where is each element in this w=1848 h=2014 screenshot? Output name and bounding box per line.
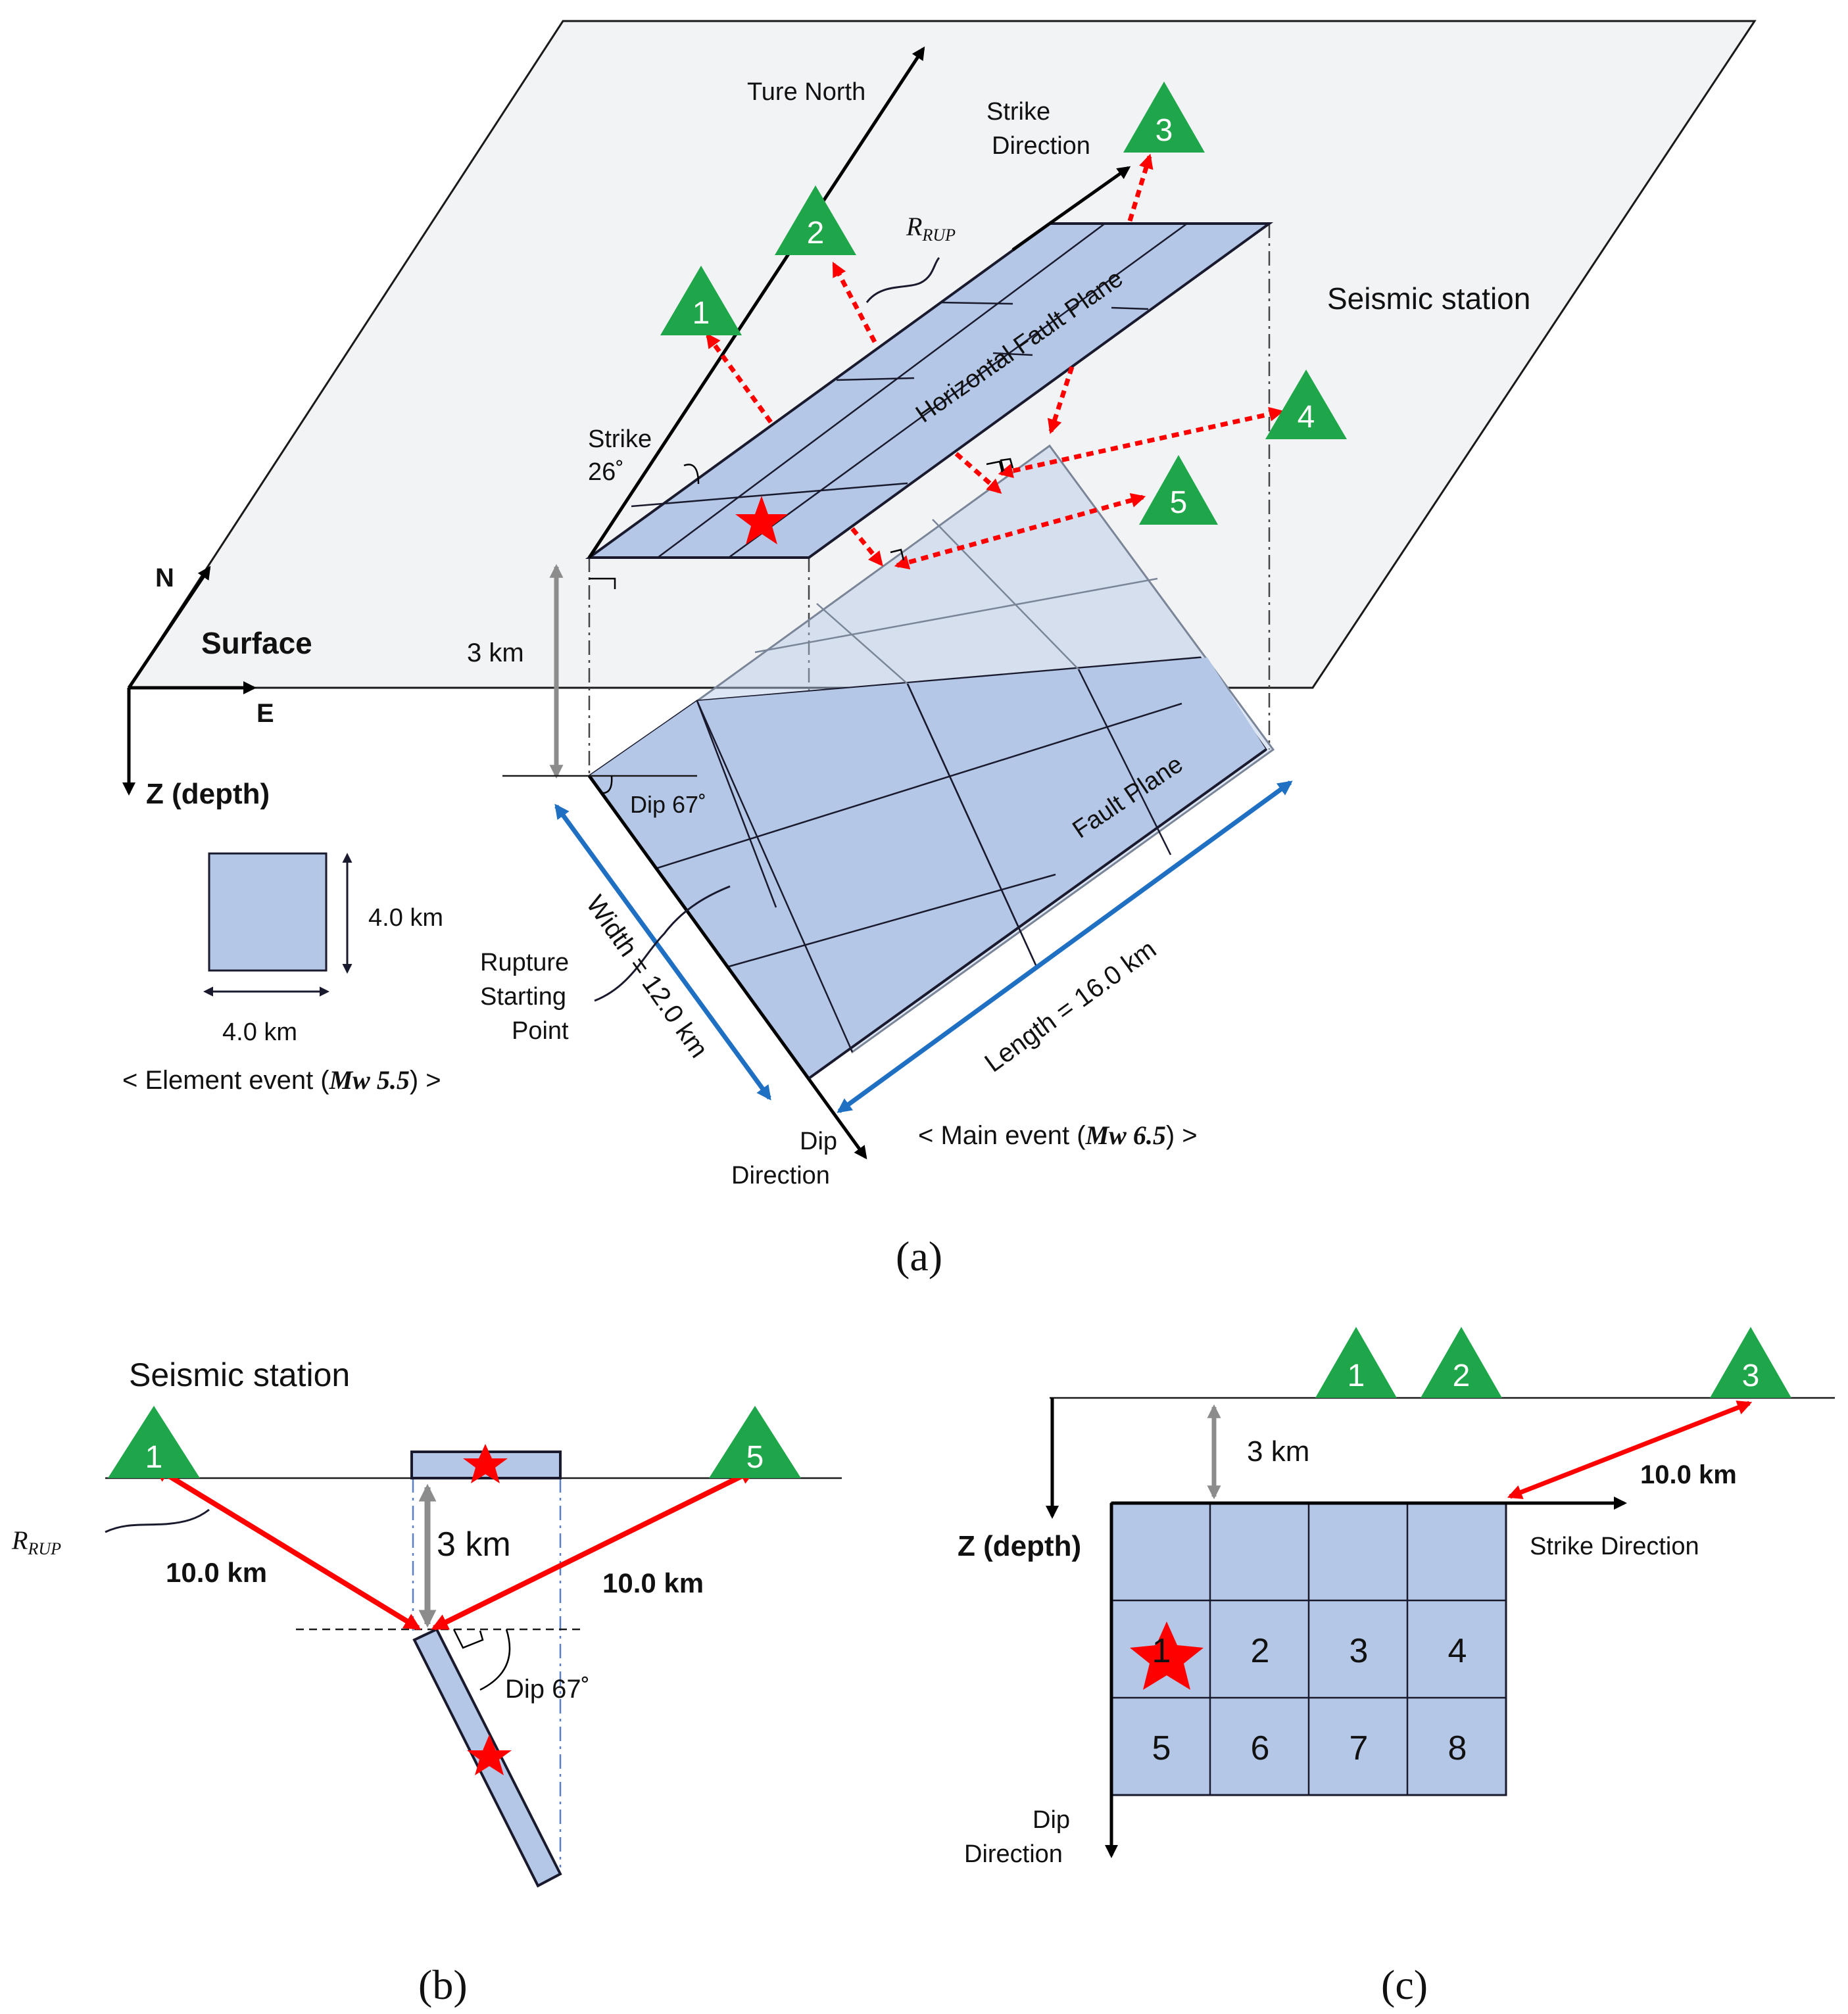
rrup-arrows — [706, 153, 1284, 569]
seismic-station-label-b: Seismic station — [129, 1356, 350, 1393]
station-c-3: 3 — [1710, 1327, 1791, 1398]
caption-b: (b) — [418, 1961, 468, 2008]
rrup-label: RRUP — [906, 212, 956, 245]
svg-text:4: 4 — [1448, 1632, 1467, 1670]
svg-text:3: 3 — [1350, 1632, 1369, 1670]
svg-text:1: 1 — [1348, 1358, 1365, 1393]
svg-text:7: 7 — [1350, 1729, 1369, 1767]
strike-direction-label-1: Strike — [986, 98, 1050, 126]
strike-direction-label-c: Strike Direction — [1530, 1533, 1699, 1560]
panel-b: Seismic station 1 5 RRUP — [11, 1356, 842, 2008]
dip-label-a: Dip 67˚ — [630, 791, 706, 818]
dip-angle-arc — [600, 775, 613, 794]
width-arrow — [554, 803, 771, 1101]
z-depth-label-a: Z (depth) — [146, 778, 270, 810]
panel-c: 1 2 3 1 2 3 4 5 6 7 8 3 km 10.0 km Z (de… — [958, 1327, 1835, 2008]
station-b-5: 5 — [709, 1406, 801, 1478]
svg-text:1: 1 — [145, 1440, 163, 1475]
length-label: Length = 16.0 km — [979, 934, 1161, 1078]
rupture-label-3: Point — [512, 1017, 569, 1045]
dip-direction-label-a-1: Dip — [800, 1128, 837, 1155]
depth-3km-label-a: 3 km — [467, 638, 524, 667]
rupture-label-2: Starting — [480, 983, 566, 1011]
svg-text:1: 1 — [693, 296, 710, 331]
svg-text:6: 6 — [1251, 1729, 1270, 1767]
strike-label: Strike — [588, 425, 652, 453]
station-2: 2 — [775, 185, 856, 255]
north-label: N — [155, 563, 174, 592]
horizontal-fault-plane — [585, 222, 1274, 559]
distance-label-left: 10.0 km — [166, 1557, 267, 1588]
rupture-star — [735, 496, 788, 544]
surface-label: Surface — [201, 626, 312, 660]
dip-direction-label-a-2: Direction — [731, 1162, 830, 1189]
length-arrow — [837, 780, 1293, 1113]
station-c-1: 1 — [1315, 1327, 1397, 1398]
svg-text:5: 5 — [1152, 1729, 1171, 1767]
north-axis — [127, 565, 211, 689]
strike-angle-arc — [683, 464, 700, 485]
station-3: 3 — [1123, 82, 1205, 153]
east-label: E — [256, 699, 274, 728]
main-event-label: < Main event (Mw 6.5) > — [918, 1120, 1198, 1150]
station-b-1: 1 — [108, 1406, 200, 1478]
svg-text:8: 8 — [1448, 1729, 1467, 1767]
dip-direction-label-c-2: Direction — [964, 1840, 1063, 1868]
svg-text:4: 4 — [1298, 400, 1315, 435]
true-north-label: Ture North — [747, 78, 865, 106]
strike-direction-label-2: Direction — [992, 132, 1090, 160]
depth-3km-label-c: 3 km — [1247, 1435, 1309, 1468]
rupture-leader — [594, 885, 731, 1002]
svg-text:5: 5 — [746, 1440, 764, 1475]
true-north-axis — [587, 46, 925, 559]
z-depth-label-c: Z (depth) — [958, 1530, 1081, 1562]
caption-a: (a) — [896, 1233, 942, 1280]
element-event-label: < Element event (Mw 5.5) > — [122, 1065, 441, 1095]
rrup-label-b: RRUP — [11, 1525, 61, 1558]
svg-text:2: 2 — [1453, 1358, 1471, 1393]
station-5: 5 — [1139, 455, 1218, 525]
seismic-station-label-a: Seismic station — [1327, 281, 1530, 316]
depth-3km-label-b: 3 km — [437, 1525, 511, 1564]
dip-direction-label-c-1: Dip — [1033, 1806, 1070, 1834]
cell-numbers: 1 2 3 4 5 6 7 8 — [1152, 1632, 1467, 1767]
distance-arrow-right — [431, 1468, 757, 1631]
rrup-leader — [865, 256, 940, 303]
strike-value: 26˚ — [588, 458, 624, 486]
svg-text:3: 3 — [1155, 113, 1173, 148]
distance-label-c: 10.0 km — [1640, 1460, 1737, 1489]
station-c-2: 2 — [1421, 1327, 1502, 1398]
station-4: 4 — [1265, 370, 1347, 439]
rupture-star-c — [1130, 1621, 1204, 1690]
distance-arrow-left — [152, 1465, 422, 1631]
rupture-label-1: Rupture — [480, 949, 569, 976]
svg-text:2: 2 — [1251, 1632, 1270, 1670]
element-size-h: 4.0 km — [222, 1019, 297, 1046]
svg-text:1: 1 — [1152, 1632, 1171, 1670]
element-event-square — [208, 852, 328, 972]
svg-text:5: 5 — [1170, 485, 1188, 520]
svg-text:2: 2 — [807, 216, 825, 251]
dip-label-b: Dip 67˚ — [505, 1675, 590, 1704]
distance-label-right: 10.0 km — [602, 1568, 704, 1598]
element-size-v: 4.0 km — [368, 904, 443, 932]
svg-text:3: 3 — [1742, 1358, 1760, 1393]
horizontal-fault-plane-grid — [631, 222, 1188, 559]
station-1: 1 — [660, 266, 742, 335]
caption-c: (c) — [1381, 1961, 1428, 2008]
panel-a: 1 2 3 4 5 Ture North Strike Direction R — [122, 20, 1757, 1280]
distance-arrow-c — [1507, 1401, 1753, 1499]
